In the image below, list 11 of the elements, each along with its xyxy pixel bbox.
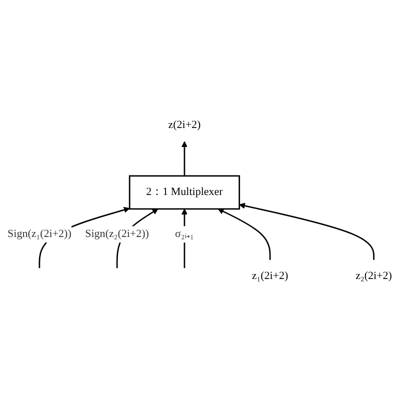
node-text: z(2i+2): [168, 119, 201, 131]
node-box: 2：1 Multiplexer: [128, 176, 240, 210]
edge-label: Sign(z₁(2i+2)): [8, 228, 72, 240]
arrow: [218, 208, 271, 260]
arrow: [239, 203, 374, 260]
arrow: [181, 142, 188, 176]
edge-label: Sign(z₂(2i+2)): [85, 228, 149, 240]
arrow: [181, 208, 188, 268]
edge-label: σ₂ᵢ₊₁: [175, 228, 194, 240]
node-text: z₂(2i+2): [356, 270, 392, 282]
node-text: z₁(2i+2): [252, 270, 288, 282]
